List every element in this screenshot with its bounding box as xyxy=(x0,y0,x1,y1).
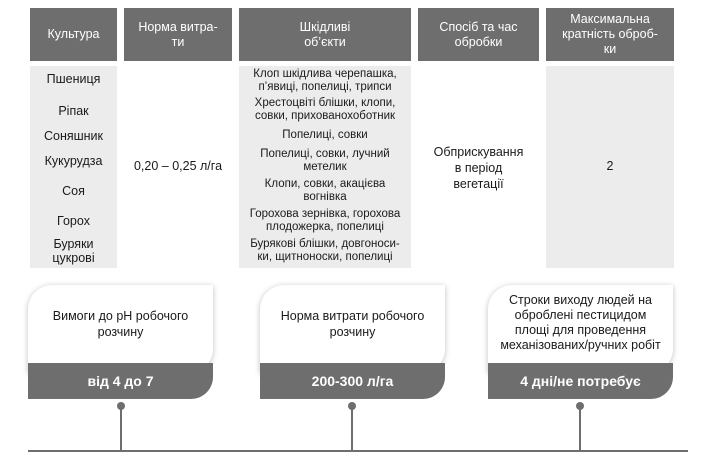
pest-item: Хрестоцвіті блішки, клопи, совки, прихов… xyxy=(254,97,396,122)
max-times-column: 2 xyxy=(546,66,674,268)
pest-item: Клопи, совки, акацієва вогнівка xyxy=(264,178,386,203)
crop-item: Соняшник xyxy=(43,129,104,143)
header-pests-label: Шкідливі об’єкти xyxy=(299,19,351,49)
header-max-times-label: Максимальна кратність оброб- ки xyxy=(562,12,658,56)
crop-item: Буряки цукрові xyxy=(52,237,95,265)
crop-item: Ріпак xyxy=(58,104,89,118)
header-method-label: Спосіб та час обробки xyxy=(439,19,518,49)
ph-card-title: Вимоги до pH робочого розчину xyxy=(52,309,189,339)
max-times-value: 2 xyxy=(606,159,614,173)
reentry-card-value: 4 дні/не потребує xyxy=(488,363,673,399)
method-value: Обприскування в період вегетації xyxy=(433,145,524,191)
reentry-card: Строки виходу людей на оброблені пестици… xyxy=(488,285,673,373)
ph-card: Вимоги до pH робочого розчину xyxy=(28,285,213,373)
timeline-connector xyxy=(120,406,122,452)
crops-column: Пшениця Ріпак Соняшник Кукурудза Соя Гор… xyxy=(30,66,117,268)
timeline-baseline xyxy=(28,450,688,452)
solution-rate-card: Норма витрати робочого розчину xyxy=(260,285,445,373)
pest-item: Бурякові блішки, довгоноси- ки, щитнонос… xyxy=(250,238,400,263)
timeline-connector xyxy=(579,406,581,452)
crop-item: Горох xyxy=(57,214,90,228)
rate-column: 0,20 – 0,25 л/га xyxy=(124,66,232,268)
pests-column: Клоп шкідлива черепашка, п’явиці, попели… xyxy=(239,66,411,268)
timeline-connector xyxy=(351,406,353,452)
pest-item: Попелиці, совки xyxy=(282,129,368,141)
crop-item: Кукурудза xyxy=(44,154,103,168)
method-column: Обприскування в період вегетації xyxy=(418,66,539,268)
header-pests: Шкідливі об’єкти xyxy=(239,8,411,61)
pest-item: Клоп шкідлива черепашка, п’явиці, попели… xyxy=(253,68,397,93)
header-max-times: Максимальна кратність оброб- ки xyxy=(546,8,674,61)
rate-value: 0,20 – 0,25 л/га xyxy=(133,159,223,173)
reentry-card-title: Строки виходу людей на оброблені пестици… xyxy=(500,293,661,352)
pest-item: Горохова зернівка, горохова плодожерка, … xyxy=(249,208,401,233)
solution-rate-card-value: 200-300 л/га xyxy=(260,363,445,399)
header-rate: Норма витра- ти xyxy=(124,8,232,61)
header-method: Спосіб та час обробки xyxy=(418,8,539,61)
header-rate-label: Норма витра- ти xyxy=(138,19,218,49)
ph-card-value: від 4 до 7 xyxy=(28,363,213,399)
crop-item: Соя xyxy=(62,184,85,198)
header-culture-label: Культура xyxy=(47,27,100,41)
header-culture: Культура xyxy=(30,8,117,61)
solution-rate-card-title: Норма витрати робочого розчину xyxy=(280,309,425,339)
pest-item: Попелиці, совки, лучний метелик xyxy=(260,148,390,173)
crop-item: Пшениця xyxy=(46,72,101,86)
